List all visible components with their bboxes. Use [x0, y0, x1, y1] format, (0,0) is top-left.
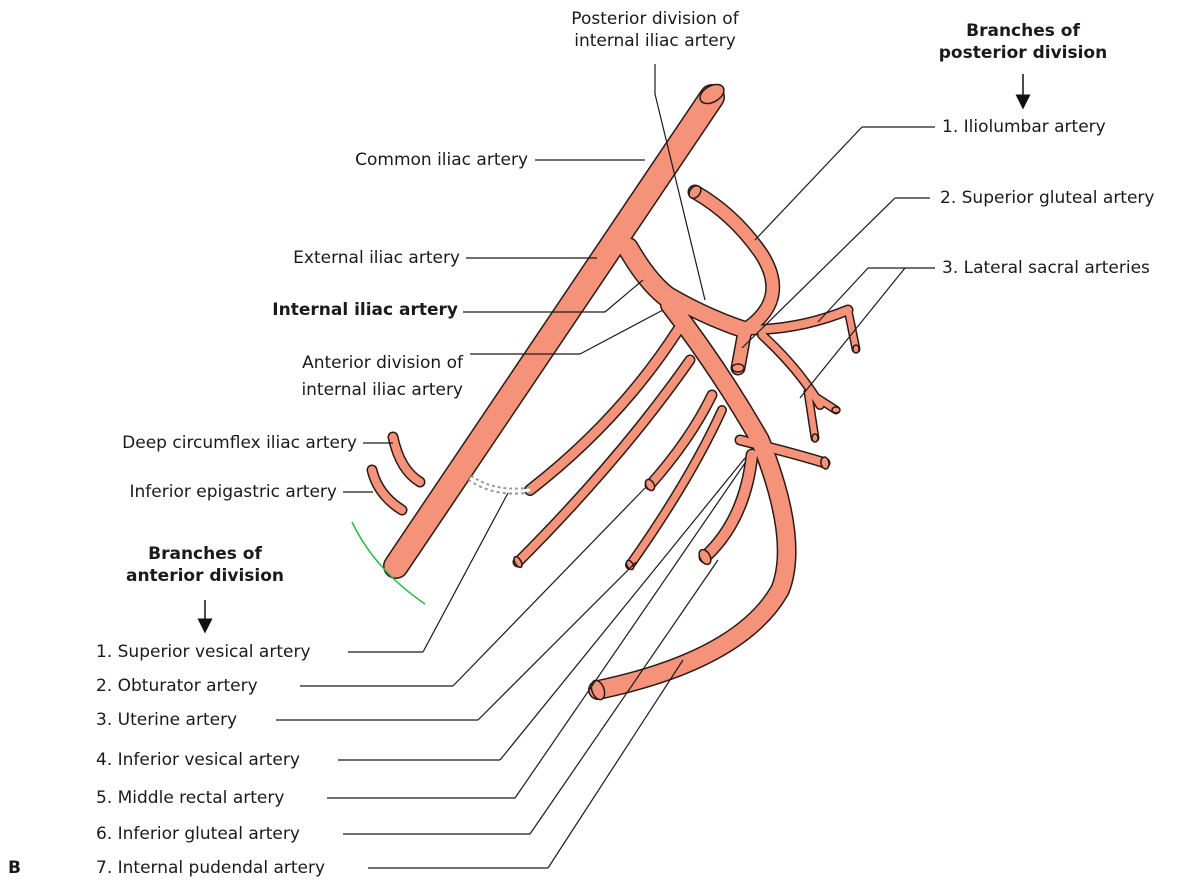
label-external-iliac: External iliac artery	[240, 247, 460, 269]
label-posterior-division: Posterior division of internal iliac art…	[540, 8, 770, 52]
anterior-branch-5: 5. Middle rectal artery	[96, 787, 284, 809]
label-internal-iliac: Internal iliac artery	[230, 299, 458, 321]
posterior-branch-3: 3. Lateral sacral arteries	[942, 257, 1150, 279]
label-deep-circumflex: Deep circumflex iliac artery	[60, 432, 357, 454]
posterior-branch-1: 1. Iliolumbar artery	[942, 116, 1106, 138]
anterior-branch-2: 2. Obturator artery	[96, 675, 258, 697]
heading-posterior-branches: Branches of posterior division	[928, 20, 1118, 64]
label-inferior-epigastric: Inferior epigastric artery	[60, 481, 337, 503]
label-common-iliac: Common iliac artery	[290, 149, 528, 171]
anterior-branch-3: 3. Uterine artery	[96, 709, 237, 731]
posterior-branch-2: 2. Superior gluteal artery	[940, 187, 1154, 209]
anterior-branch-1: 1. Superior vesical artery	[96, 641, 311, 663]
anterior-branch-6: 6. Inferior gluteal artery	[96, 823, 300, 845]
anterior-branch-7: 7. Internal pudendal artery	[96, 857, 325, 879]
panel-letter: B	[8, 857, 21, 879]
anterior-branch-4: 4. Inferior vesical artery	[96, 749, 300, 771]
label-anterior-division: Anterior division of internal iliac arte…	[258, 350, 463, 404]
heading-anterior-branches: Branches of anterior division	[115, 543, 295, 587]
